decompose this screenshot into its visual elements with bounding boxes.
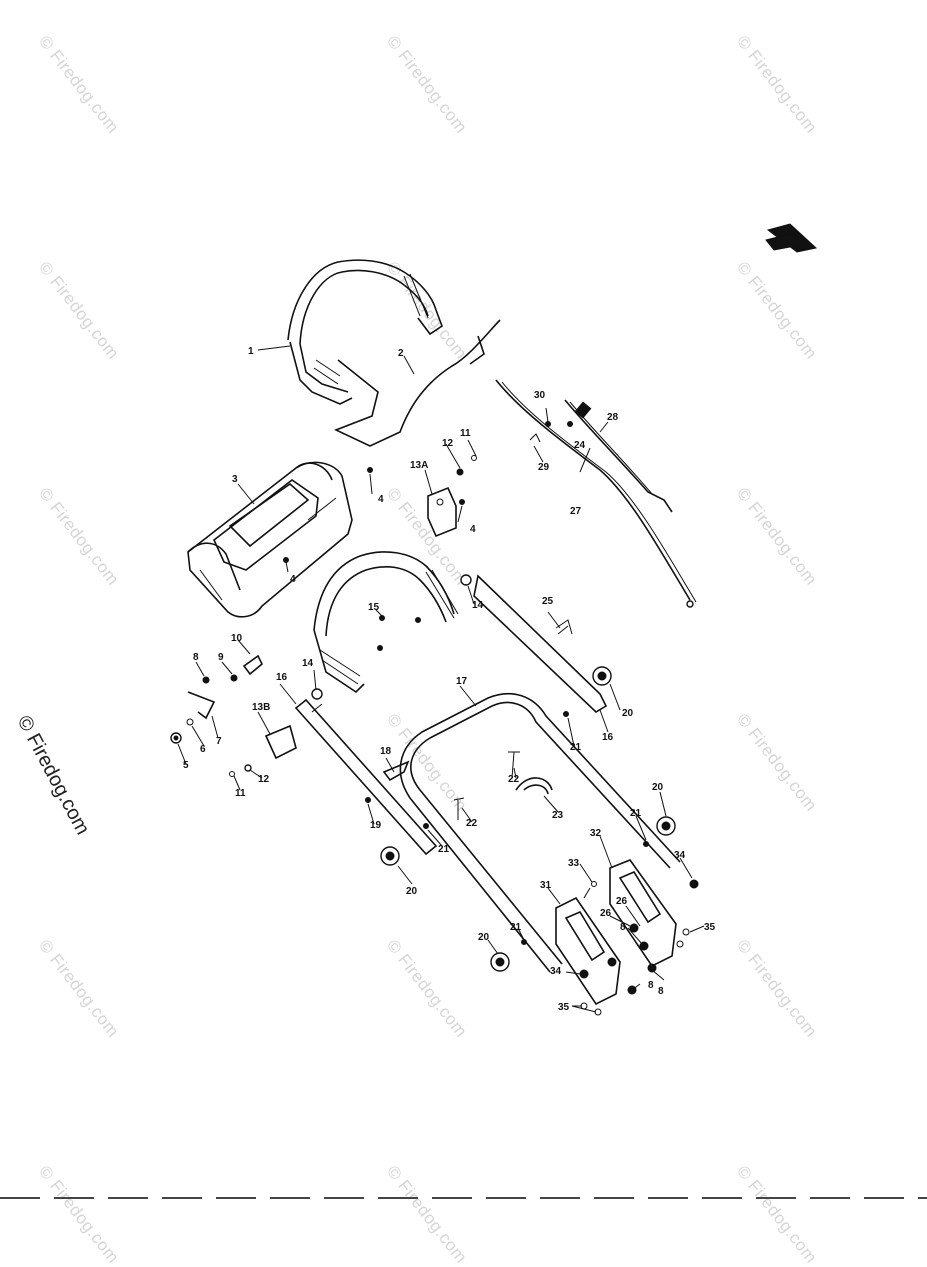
part-label: 16 — [602, 732, 614, 743]
part-label: 8 — [658, 986, 664, 997]
hardware-parts — [170, 421, 699, 1016]
part-label: 20 — [652, 782, 664, 793]
part-label: 29 — [538, 462, 550, 473]
part-label: 33 — [568, 858, 580, 869]
part-label: 24 — [574, 440, 586, 451]
part-label: 12 — [442, 438, 454, 449]
direction-arrow-icon — [765, 223, 818, 253]
part-label: 25 — [542, 596, 554, 607]
control-cables — [495, 379, 697, 608]
part-label: 8 — [648, 980, 654, 991]
knob-icon — [490, 952, 510, 972]
part-label: 34 — [550, 966, 562, 977]
part-label: 8 — [620, 922, 626, 933]
part-label: 5 — [183, 760, 189, 771]
part-label: 17 — [456, 676, 468, 687]
part-label: 7 — [216, 736, 222, 747]
part-label: 21 — [570, 742, 582, 753]
part-label: 31 — [540, 880, 552, 891]
part-label: 26 — [600, 908, 612, 919]
left-handle-tube — [294, 688, 438, 856]
part-label: 4 — [470, 524, 476, 535]
part-label: 35 — [704, 922, 716, 933]
lower-handle — [399, 692, 681, 973]
part-label: 28 — [607, 412, 619, 423]
part-label: 32 — [590, 828, 602, 839]
part-label: 11 — [235, 788, 246, 799]
part-label: 20 — [406, 886, 418, 897]
knob-icon — [656, 816, 676, 836]
part-label: 2 — [398, 348, 404, 359]
part-label: 1 — [248, 346, 254, 357]
part-label: 14 — [472, 600, 484, 611]
part-label: 10 — [231, 633, 243, 644]
bracket-31 — [555, 896, 621, 1006]
part-label: 19 — [370, 820, 382, 831]
part-label: 30 — [534, 390, 546, 401]
knob-icon — [380, 846, 400, 866]
part-label: 4 — [378, 494, 384, 505]
part-label: 3 — [232, 474, 238, 485]
part-label: 13A — [410, 460, 428, 471]
part-label: 22 — [466, 818, 478, 829]
part-label: 34 — [674, 850, 686, 861]
part-label: 22 — [508, 774, 520, 785]
part-label: 4 — [290, 574, 296, 585]
part-label: 20 — [478, 932, 490, 943]
leader-lines — [177, 345, 705, 1013]
middle-handle — [313, 551, 459, 694]
parts-diagram: 1 2 3 4 4 4 5 6 7 8 8 8 8 9 10 11 11 12 … — [170, 223, 818, 1016]
handle-panel — [333, 319, 501, 447]
upper-handle — [287, 259, 443, 405]
page-bottom-edge — [0, 1197, 927, 1199]
part-label: 27 — [570, 506, 582, 517]
part-labels: 1 2 3 4 4 4 5 6 7 8 8 8 8 9 10 11 11 12 … — [183, 346, 716, 1013]
part-label: 23 — [552, 810, 564, 821]
part-label: 16 — [276, 672, 288, 683]
part-label: 9 — [218, 652, 224, 663]
part-label: 26 — [616, 896, 628, 907]
part-label: 14 — [302, 658, 314, 669]
part-label: 11 — [460, 428, 471, 439]
part-label: 18 — [380, 746, 392, 757]
part-label: 21 — [630, 808, 642, 819]
part-label: 35 — [558, 1002, 570, 1013]
part-label: 6 — [200, 744, 206, 755]
part-label: 21 — [438, 844, 450, 855]
part-label: 21 — [510, 922, 522, 933]
part-label: 15 — [368, 602, 380, 613]
part-label: 8 — [193, 652, 199, 663]
part-label: 20 — [622, 708, 634, 719]
handle-console — [187, 461, 353, 618]
part-label: 12 — [258, 774, 270, 785]
bracket-13a — [427, 486, 457, 538]
knob-icon — [592, 666, 612, 686]
right-handle-tube — [460, 574, 608, 713]
bracket-32 — [609, 859, 677, 968]
part-label: 13B — [252, 702, 270, 713]
